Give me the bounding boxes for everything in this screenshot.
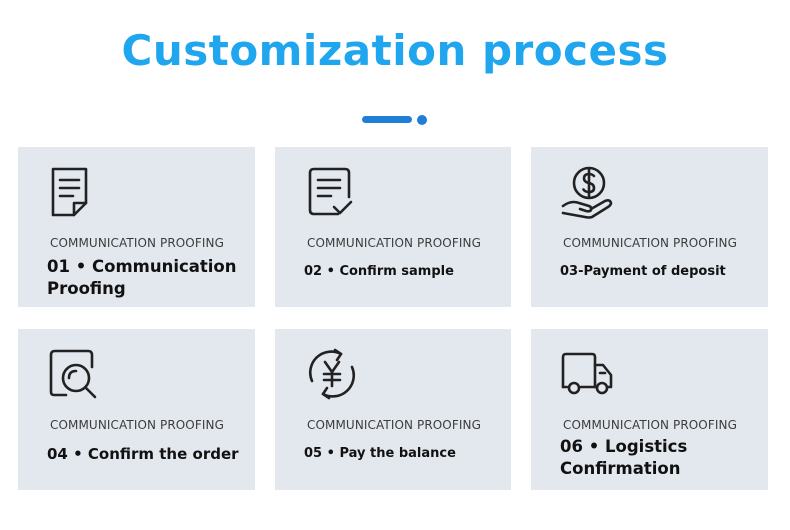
card-subtitle: COMMUNICATION PROOFING: [563, 418, 737, 432]
step-card-3: COMMUNICATION PROOFING 03-Payment of dep…: [531, 147, 768, 307]
search-doc-icon: [46, 345, 104, 403]
card-subtitle: COMMUNICATION PROOFING: [307, 236, 481, 250]
page-title: Customization process: [121, 26, 669, 75]
card-label: 03-Payment of deposit: [560, 264, 726, 279]
step-card-4: COMMUNICATION PROOFING 04 • Confirm the …: [18, 329, 255, 490]
card-subtitle: COMMUNICATION PROOFING: [563, 236, 737, 250]
yen-exchange-icon: [303, 345, 361, 403]
document-check-icon: [303, 163, 361, 221]
step-card-2: COMMUNICATION PROOFING 02 • Confirm samp…: [275, 147, 511, 307]
card-label: 01 • Communication Proofing: [47, 257, 237, 298]
truck-icon: [559, 345, 617, 403]
title-divider: [362, 115, 432, 125]
divider-bar: [362, 116, 412, 123]
card-subtitle: COMMUNICATION PROOFING: [307, 418, 481, 432]
card-subtitle: COMMUNICATION PROOFING: [50, 418, 224, 432]
card-label: 04 • Confirm the order: [47, 445, 239, 463]
card-label: 06 • Logistics Confirmation: [560, 437, 688, 478]
card-label: 02 • Confirm sample: [304, 264, 454, 279]
divider-dot: [417, 115, 427, 125]
card-subtitle: COMMUNICATION PROOFING: [50, 236, 224, 250]
step-card-1: COMMUNICATION PROOFING 01 • Communicatio…: [18, 147, 255, 307]
step-card-6: COMMUNICATION PROOFING 06 • Logistics Co…: [531, 329, 768, 490]
dollar-hand-icon: [559, 163, 617, 221]
card-label: 05 • Pay the balance: [304, 446, 456, 461]
step-card-5: COMMUNICATION PROOFING 05 • Pay the bala…: [275, 329, 511, 490]
document-icon: [46, 163, 104, 221]
